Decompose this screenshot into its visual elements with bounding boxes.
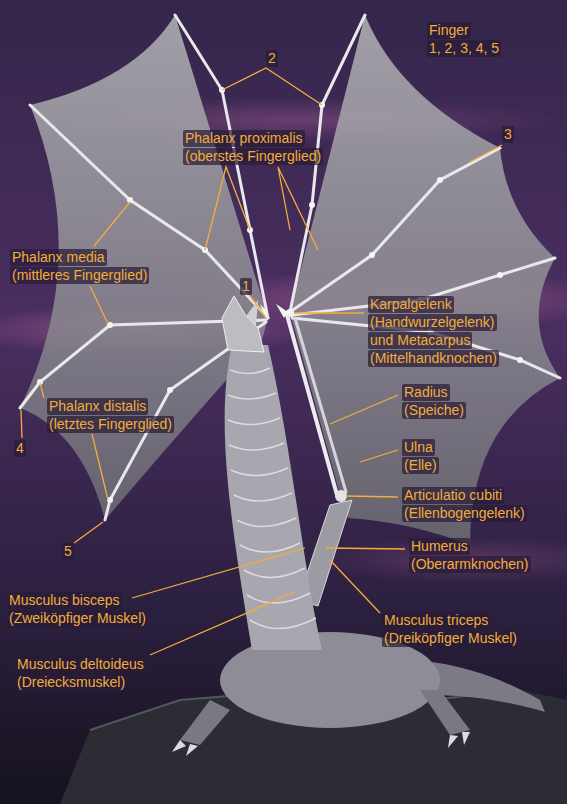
right-wing xyxy=(292,258,555,315)
dragon-body xyxy=(247,593,310,603)
part-label: Radius xyxy=(402,384,450,401)
part-label: 1, 2, 3, 4, 5 xyxy=(427,40,501,57)
part-label: (letztes Fingerglied) xyxy=(47,416,174,433)
dragon-body xyxy=(420,690,470,735)
dragon-body xyxy=(229,443,284,450)
dragon-body xyxy=(222,296,264,352)
part-label: (Handwurzelgelenk) xyxy=(368,314,497,331)
right-wing xyxy=(497,272,503,278)
part-label: (oberstes Fingerglied) xyxy=(183,148,323,165)
dragon-body xyxy=(462,732,470,745)
dragon-body xyxy=(186,744,198,756)
right-arm xyxy=(287,315,337,495)
callout-number: 4 xyxy=(14,440,26,457)
dragon-body xyxy=(244,568,305,578)
dragon-body xyxy=(240,543,300,552)
right-wing xyxy=(309,202,315,208)
part-label: (Oberarmknochen) xyxy=(409,556,531,573)
dragon-body xyxy=(228,368,316,629)
part-label: (Elle) xyxy=(402,457,439,474)
leader-line xyxy=(92,434,108,500)
leader-line xyxy=(74,522,103,543)
leader-line xyxy=(205,167,250,250)
part-label: Humerus xyxy=(409,538,470,555)
part-label: (Zweiköpfiger Muskel) xyxy=(7,610,148,627)
part-label: Phalanx distalis xyxy=(47,398,148,415)
callout-number: 2 xyxy=(266,50,278,67)
right-wing xyxy=(369,252,375,258)
part-label: (mittleres Fingerglied) xyxy=(10,267,149,284)
dragon-body xyxy=(231,468,288,476)
right-wing xyxy=(290,15,560,378)
part-label: Ulna xyxy=(402,439,435,456)
leader-line xyxy=(330,395,398,424)
dragon-body xyxy=(230,368,270,374)
dragon-body xyxy=(448,735,458,748)
leader-line xyxy=(250,296,266,318)
part-label: Musculus bisceps xyxy=(7,592,122,609)
dragon-body xyxy=(250,618,316,629)
part-label: Musculus triceps xyxy=(382,612,490,629)
dragon-body xyxy=(228,393,276,399)
right-wing xyxy=(290,148,500,312)
dragon-body xyxy=(237,518,296,527)
part-label: Finger xyxy=(427,22,471,39)
part-label: (Mittelhandknochen) xyxy=(368,350,499,367)
dragon-body xyxy=(172,732,470,756)
leader-line xyxy=(21,410,22,438)
background xyxy=(310,536,567,584)
leader-line xyxy=(326,548,405,549)
leader-line xyxy=(90,286,108,324)
right-wing xyxy=(276,15,560,545)
dragon-body xyxy=(180,700,230,745)
leader-line xyxy=(132,548,305,598)
part-label: Articulatio cubiti xyxy=(402,487,504,504)
part-label: Musculus deltoideus xyxy=(15,656,146,673)
left-wing xyxy=(175,15,268,318)
part-label: (Ellenbogengelenk) xyxy=(402,505,527,522)
part-label: Karpalgelenk xyxy=(368,296,454,313)
leader-line xyxy=(294,312,364,313)
leader-line xyxy=(150,592,295,655)
part-label: (Dreiecksmuskel) xyxy=(15,674,127,691)
dragon-body xyxy=(225,345,322,650)
right-wing xyxy=(437,177,443,183)
right-arm xyxy=(335,490,347,502)
dragon-body xyxy=(234,493,292,501)
leader-line xyxy=(94,202,130,246)
callout-number: 1 xyxy=(240,278,252,295)
part-label: und Metacarpus xyxy=(368,332,472,349)
leader-line xyxy=(278,167,318,250)
part-label: Phalanx media xyxy=(10,249,107,266)
left-wing xyxy=(167,387,173,393)
right-arm xyxy=(295,318,346,492)
leader-line xyxy=(40,383,44,398)
right-wing xyxy=(286,102,523,363)
dragon-body xyxy=(172,296,545,756)
part-label: Phalanx proximalis xyxy=(183,130,305,147)
leader-line xyxy=(360,450,398,462)
part-label: (Speiche) xyxy=(402,402,466,419)
callout-number: 5 xyxy=(62,543,74,560)
dragon-body xyxy=(228,418,280,425)
leader-line xyxy=(346,496,398,497)
leader-line xyxy=(330,560,380,613)
dragon-body xyxy=(172,740,186,752)
callout-number: 3 xyxy=(502,126,514,143)
part-label: (Dreiköpfiger Muskel) xyxy=(382,630,519,647)
leader-line xyxy=(470,145,502,162)
leader-line xyxy=(222,68,322,105)
right-wing xyxy=(517,357,523,363)
